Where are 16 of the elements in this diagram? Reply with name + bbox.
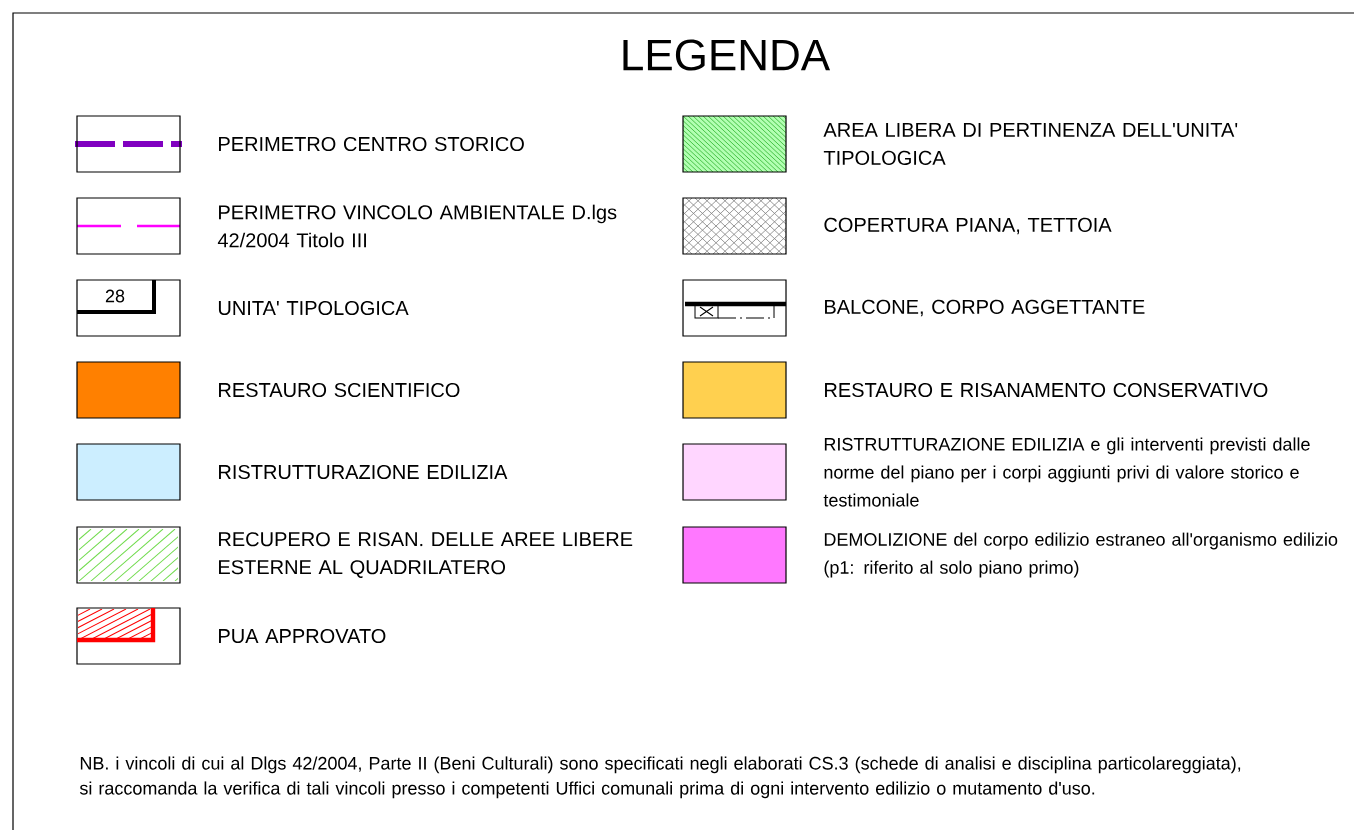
unit-number: 28 bbox=[105, 289, 125, 303]
legend-text: UNITA' TIPOLOGICA bbox=[218, 300, 409, 316]
note: NB. i vincoli di cui al Dlgs 42/2004, Parte II (Beni Culturali) sono specificati negli elaborati CS.3 (schede di analisi e disciplina particolareggiata), si raccomanda la verifica di tali vincoli presso i competenti Uffici comunali prima di ogni intervento edilizio o mutamento d'uso. bbox=[79, 756, 1241, 799]
legend-text: DEMOLIZIONE del corpo edilizio estraneo all'organismo edilizio (p1: riferito al solo piano primo) bbox=[824, 532, 1338, 578]
legend-text: RISTRUTTURAZIONE EDILIZIA bbox=[219, 464, 508, 480]
legend-text: RESTAURO SCIENTIFICO bbox=[219, 382, 460, 398]
legend-text: RESTAURO E RISANAMENTO CONSERVATIVO bbox=[825, 382, 1268, 398]
legend-text: PERIMETRO VINCOLO AMBIENTALE D.lgs 42/2004 Titolo III bbox=[217, 204, 617, 248]
legend-text: AREA LIBERA DI PERTINENZA DELL'UNITA' TIPOLOGICA bbox=[823, 123, 1238, 165]
legend-text: RECUPERO E RISAN. DELLE AREE LIBERE ESTERNE AL QUADRILATERO bbox=[219, 532, 633, 578]
legend-text: RISTRUTTURAZIONE EDILIZIA e gli interventi previsti dalle norme del piano per i corpi aggiunti privi di valore storico e testimoniale bbox=[823, 437, 1310, 507]
legend-text: BALCONE, CORPO AGGETTANTE bbox=[825, 299, 1145, 317]
legend-text: PERIMETRO CENTRO STORICO bbox=[219, 136, 524, 152]
legend-text: PUA APPROVATO bbox=[219, 628, 386, 644]
legend-text: COPERTURA PIANA, TETTOIA bbox=[824, 217, 1112, 235]
title: LEGENDA bbox=[623, 39, 831, 71]
